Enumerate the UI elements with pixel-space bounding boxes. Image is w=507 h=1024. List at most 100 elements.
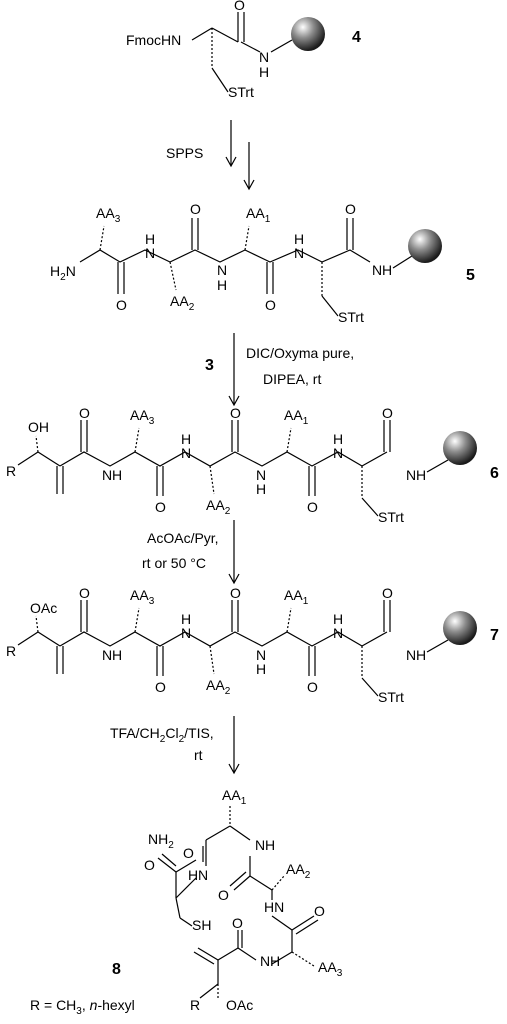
n-label: N bbox=[181, 445, 191, 461]
h-label: H bbox=[270, 953, 280, 969]
h-label: H bbox=[256, 661, 266, 677]
hn-label: HN bbox=[264, 899, 284, 915]
resin-bead bbox=[443, 611, 477, 645]
o-label: O bbox=[382, 585, 393, 601]
aa1-label: AA1 bbox=[222, 787, 247, 807]
o-label: O bbox=[345, 201, 356, 217]
h-label: H bbox=[416, 467, 426, 483]
aa1-label: AA1 bbox=[284, 587, 309, 607]
o-label: O bbox=[155, 679, 166, 695]
n-label: N bbox=[260, 953, 270, 969]
n-label: N bbox=[256, 647, 266, 663]
h-label: H bbox=[333, 431, 343, 447]
n-label: N bbox=[333, 625, 343, 641]
n-label: N bbox=[256, 467, 266, 483]
resin-bead bbox=[291, 17, 325, 51]
aa3-label: AA3 bbox=[130, 587, 155, 607]
compound-7: OAc R O N H AA3 O H N AA2 O N H AA1 O H … bbox=[6, 585, 499, 705]
n-label: N bbox=[198, 867, 208, 883]
aa2-label: AA2 bbox=[206, 677, 231, 697]
o-label: O bbox=[307, 679, 318, 695]
h-label: H bbox=[333, 611, 343, 627]
o-label: O bbox=[307, 499, 318, 515]
resin-bead bbox=[408, 229, 442, 263]
aa2-label: AA2 bbox=[170, 293, 195, 313]
o-label: O bbox=[79, 585, 90, 601]
n-label: N bbox=[294, 245, 304, 261]
o-label: O bbox=[382, 405, 393, 421]
strt-label: STrt bbox=[378, 689, 404, 705]
aa3-label: AA3 bbox=[96, 205, 121, 225]
n-label: N bbox=[406, 647, 416, 663]
n-label: N bbox=[217, 262, 227, 278]
step4-line2: rt bbox=[194, 747, 203, 763]
o-label: O bbox=[144, 857, 155, 873]
compound-number-4: 4 bbox=[352, 29, 361, 46]
n-label: N bbox=[372, 262, 382, 278]
o-label: O bbox=[183, 845, 194, 861]
h-label: H bbox=[265, 837, 275, 853]
o-label: O bbox=[232, 915, 243, 931]
nh2-label: NH2 bbox=[148, 831, 174, 851]
o-label: O bbox=[190, 201, 201, 217]
n-label: N bbox=[102, 467, 112, 483]
h-label: H bbox=[145, 231, 155, 247]
compound-number-8: 8 bbox=[112, 961, 121, 978]
step-arrow-4: TFA/CH2Cl2/TIS, rt bbox=[110, 716, 240, 775]
aa3-label: AA3 bbox=[130, 407, 155, 427]
step-arrow-2: 3 DIC/Oxyma pure, DIPEA, rt bbox=[205, 333, 354, 407]
o-label: O bbox=[79, 405, 90, 421]
aa1-label: AA1 bbox=[284, 407, 309, 427]
o-label: O bbox=[155, 499, 166, 515]
step2-line1: DIC/Oxyma pure, bbox=[246, 345, 354, 361]
r-label: R bbox=[6, 463, 16, 479]
strt-label: STrt bbox=[378, 509, 404, 525]
oac-label: OAc bbox=[226, 997, 253, 1013]
step3-line2: rt or 50 °C bbox=[142, 555, 206, 571]
compound-6: OH R O N H AA3 O H N AA2 O N H AA1 O H N… bbox=[6, 405, 499, 525]
o-label: O bbox=[314, 903, 325, 919]
h-label: H bbox=[112, 467, 122, 483]
fmochn-label: FmocHN bbox=[126, 32, 181, 48]
r-group-footnote: R = CH3, n-hexyl bbox=[30, 997, 135, 1017]
aa2-label: AA2 bbox=[286, 861, 311, 881]
spps-label: SPPS bbox=[166, 145, 203, 161]
h2n-label: H2N bbox=[50, 263, 76, 283]
o-label: O bbox=[116, 297, 127, 313]
h-label: H bbox=[181, 431, 191, 447]
h-label: H bbox=[112, 647, 122, 663]
strt-label: STrt bbox=[338, 309, 364, 325]
h-label: H bbox=[188, 867, 198, 883]
aa1-label: AA1 bbox=[246, 205, 271, 225]
aa3-label: AA3 bbox=[318, 959, 343, 979]
h-label: H bbox=[294, 231, 304, 247]
h-label: H bbox=[416, 647, 426, 663]
aa2-label: AA2 bbox=[206, 497, 231, 517]
r-label: R bbox=[6, 643, 16, 659]
oac-label: OAc bbox=[30, 600, 57, 616]
oh-label: OH bbox=[28, 419, 49, 435]
step2-line2: DIPEA, rt bbox=[263, 371, 321, 387]
compound-5: H2N AA3 O N H AA2 O N H AA1 O N H STrt O… bbox=[50, 201, 475, 325]
step3-line1: AcOAc/Pyr, bbox=[147, 530, 219, 546]
n-label: N bbox=[333, 445, 343, 461]
resin-bead bbox=[443, 431, 477, 465]
amide-n: N bbox=[259, 49, 269, 65]
h-label: H bbox=[382, 262, 392, 278]
n-label: N bbox=[145, 245, 155, 261]
h-label: H bbox=[256, 481, 266, 497]
strt-label: STrt bbox=[228, 84, 254, 100]
sh-label: SH bbox=[192, 917, 211, 933]
r-label: R bbox=[190, 997, 200, 1013]
compound-number-6: 6 bbox=[490, 465, 499, 482]
o-label: O bbox=[230, 405, 241, 421]
step-arrow-3: AcOAc/Pyr, rt or 50 °C bbox=[142, 520, 240, 585]
step4-line1: TFA/CH2Cl2/TIS, bbox=[110, 725, 214, 745]
n-label: N bbox=[181, 625, 191, 641]
compound-number-5: 5 bbox=[466, 267, 475, 284]
reagent-3-label: 3 bbox=[205, 357, 214, 374]
h-label: H bbox=[217, 277, 227, 293]
compound-4: FmocHN O N H STrt 4 bbox=[126, 0, 361, 100]
o-label: O bbox=[218, 887, 229, 903]
n-label: N bbox=[102, 647, 112, 663]
